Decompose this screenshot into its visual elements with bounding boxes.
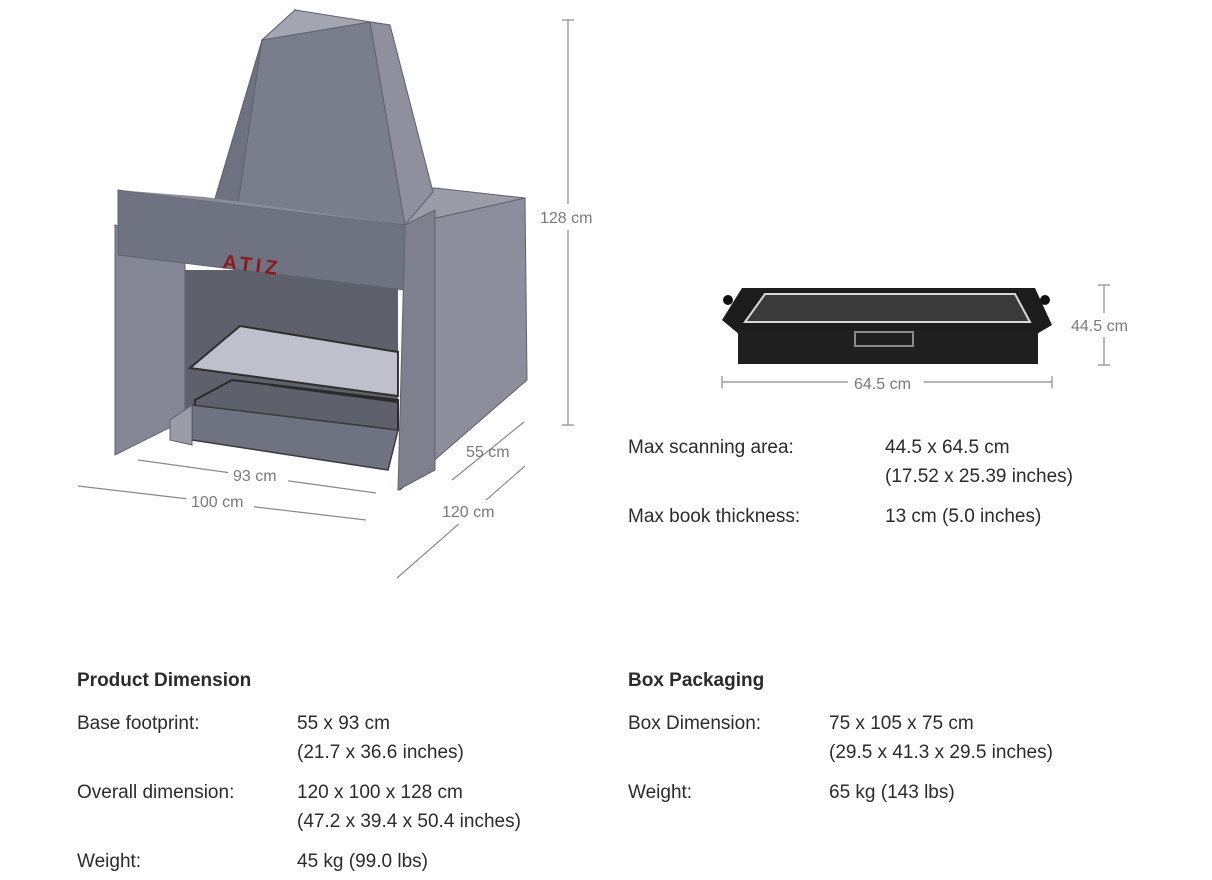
spec-label: Overall dimension: bbox=[77, 782, 235, 803]
dim-depth-overall-label: 120 cm bbox=[442, 504, 494, 521]
scanner-glass-plate bbox=[187, 324, 399, 398]
spec-value: 45 kg (99.0 lbs) bbox=[297, 851, 428, 872]
dim-height-label: 128 cm bbox=[540, 210, 592, 227]
spec-label: Max scanning area: bbox=[628, 437, 794, 458]
dim-cradle-width: 64.5 cm bbox=[721, 371, 1053, 395]
dim-height: 128 cm bbox=[536, 19, 602, 426]
scanner-base-plinth bbox=[169, 404, 193, 446]
spec-value-imperial: (47.2 x 39.4 x 50.4 inches) bbox=[297, 811, 521, 832]
box-packaging-heading: Box Packaging bbox=[628, 670, 765, 691]
spec-value-imperial: (29.5 x 41.3 x 29.5 inches) bbox=[829, 742, 1053, 763]
cradle-knob-right bbox=[1040, 295, 1050, 305]
scanner-illustration: ATIZ 128 cm 55 cm 120 cm 93 cm 100 cm bbox=[77, 8, 602, 579]
spec-value: 55 x 93 cm bbox=[297, 713, 390, 734]
spec-value: 75 x 105 x 75 cm bbox=[829, 713, 974, 734]
scanner-rod bbox=[269, 384, 399, 403]
product-specs: Base footprint: 55 x 93 cm (21.7 x 36.6 … bbox=[77, 709, 597, 879]
dim-width-base-label: 93 cm bbox=[233, 468, 277, 485]
cradle-knob-left bbox=[723, 295, 733, 305]
scanning-specs: Max scanning area: 44.5 x 64.5 cm (17.52… bbox=[628, 433, 1148, 543]
dim-cradle-height-label: 44.5 cm bbox=[1071, 318, 1128, 335]
dim-width-overall-label: 100 cm bbox=[191, 494, 243, 511]
scanner-hood-top bbox=[260, 9, 391, 41]
spec-label: Box Dimension: bbox=[628, 713, 762, 734]
dim-depth-base-label: 55 cm bbox=[466, 444, 510, 461]
dim-cradle-width-label: 64.5 cm bbox=[854, 376, 911, 393]
cradle-illustration: 44.5 cm 64.5 cm bbox=[721, 284, 1144, 395]
dim-depth-overall: 120 cm bbox=[396, 465, 526, 579]
spec-label: Max book thickness: bbox=[628, 506, 801, 527]
dim-width-base: 93 cm bbox=[137, 459, 377, 494]
dim-width-overall: 100 cm bbox=[77, 485, 367, 521]
spec-label: Weight: bbox=[77, 851, 142, 872]
spec-value: 65 kg (143 lbs) bbox=[829, 782, 955, 803]
spec-value: 13 cm (5.0 inches) bbox=[885, 506, 1042, 527]
spec-label: Base footprint: bbox=[77, 713, 200, 734]
product-dimension-heading: Product Dimension bbox=[77, 670, 252, 691]
cradle-handle bbox=[854, 331, 914, 347]
scanner-front-band-top bbox=[118, 190, 435, 225]
spec-value: 120 x 100 x 128 cm bbox=[297, 782, 463, 803]
spec-value-imperial: (21.7 x 36.6 inches) bbox=[297, 742, 464, 763]
box-specs: Box Dimension: 75 x 105 x 75 cm (29.5 x … bbox=[628, 709, 1148, 819]
spec-value: 44.5 x 64.5 cm bbox=[885, 437, 1010, 458]
dim-depth-base: 55 cm bbox=[451, 421, 525, 481]
spec-label: Weight: bbox=[628, 782, 693, 803]
cradle-glass bbox=[743, 293, 1032, 323]
scanner-right-front bbox=[397, 209, 436, 491]
dim-cradle-height: 44.5 cm bbox=[1068, 284, 1144, 366]
spec-value-imperial: (17.52 x 25.39 inches) bbox=[885, 466, 1074, 487]
